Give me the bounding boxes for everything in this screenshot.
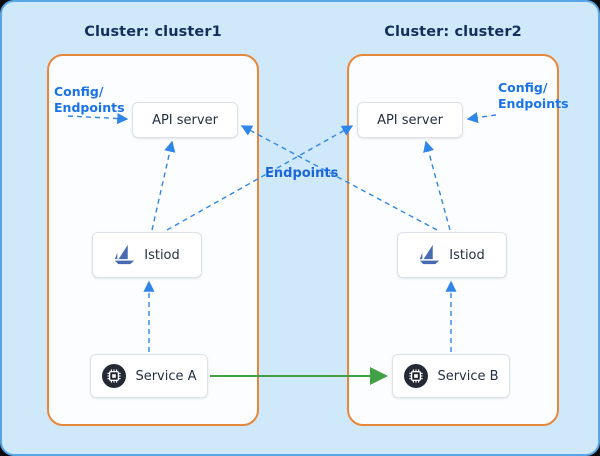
arrow-configright-to-apiserver2 [466,112,497,124]
arrow-istiod2-to-apiserver2 [423,140,451,231]
cluster1-title: Cluster: cluster1 [84,24,222,40]
service-a-node: Service A [90,354,208,398]
cluster2-istiod-label: Istiod [449,247,485,263]
config-endpoints-label-right: Config/ Endpoints [498,80,569,111]
cluster2-api-server-label: API server [377,112,443,128]
endpoints-label-center: Endpoints [265,166,339,181]
service-b-label: Service B [437,368,499,384]
arrow-istiod2-to-apiserver1-cross [240,125,438,231]
config-endpoints-label-left: Config/ Endpoints [54,84,125,115]
cluster1-api-server-label: API server [152,112,218,128]
cluster1-api-server-node: API server [132,102,238,138]
service-a-label: Service A [135,368,197,384]
cluster1-istiod-label: Istiod [144,247,180,263]
service-b-node: Service B [392,354,510,398]
cluster2-istiod-node: Istiod [397,232,507,278]
cluster2-title: Cluster: cluster2 [384,24,522,40]
arrow-configleft-to-apiserver1 [67,112,129,125]
istio-sail-icon [114,244,136,266]
chip-icon [101,363,127,389]
istio-sail-icon [419,244,441,266]
cluster2-api-server-node: API server [357,102,463,138]
arrow-istiod1-to-apiserver1 [151,140,176,231]
chip-icon [403,363,429,389]
cluster1-istiod-node: Istiod [92,232,202,278]
